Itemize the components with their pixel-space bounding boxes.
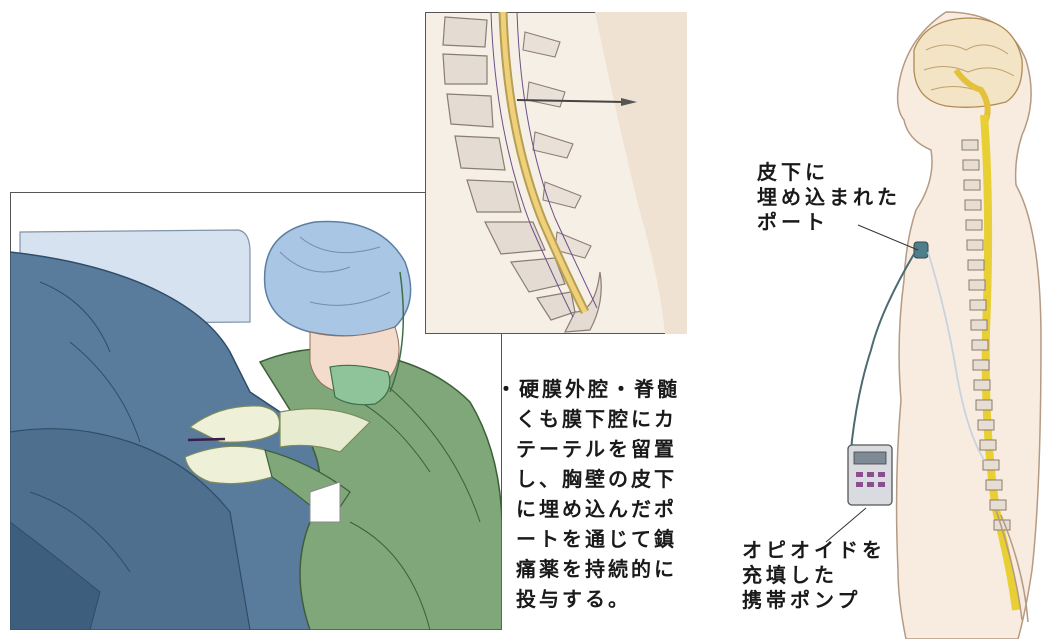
caption-line: ートを通じて鎮 <box>496 524 706 554</box>
needle <box>188 439 225 440</box>
brain <box>914 18 1022 107</box>
port-label: 皮下に 埋め込まれた ポート <box>757 160 901 235</box>
pump-label-line: オピオイドを <box>742 538 886 563</box>
pump-leader-line <box>826 508 866 542</box>
pump-label-line: 充填した <box>742 563 886 588</box>
procedure-caption: ・硬膜外腔・脊髄 くも膜下腔にカ テーテルを留置 し、胸壁の皮下 に埋め込んだポ… <box>496 374 706 614</box>
caption-line: 投与する。 <box>496 584 706 614</box>
port-label-line: ポート <box>757 210 901 235</box>
spine-cross-section <box>425 12 687 334</box>
implanted-port <box>914 242 928 258</box>
caption-line: くも膜下腔にカ <box>496 404 706 434</box>
caption-line: ・硬膜外腔・脊髄 <box>496 374 706 404</box>
surgical-mask <box>330 365 390 404</box>
pump-label: オピオイドを 充填した 携帯ポンプ <box>742 538 886 613</box>
caption-line: し、胸壁の皮下 <box>496 464 706 494</box>
pump-label-line: 携帯ポンプ <box>742 588 886 613</box>
port-label-line: 埋め込まれた <box>757 185 901 210</box>
caption-line: テーテルを留置 <box>496 434 706 464</box>
caption-line: に埋め込んだポ <box>496 494 706 524</box>
port-label-line: 皮下に <box>757 160 901 185</box>
caption-line: 痛薬を持続的に <box>496 554 706 584</box>
